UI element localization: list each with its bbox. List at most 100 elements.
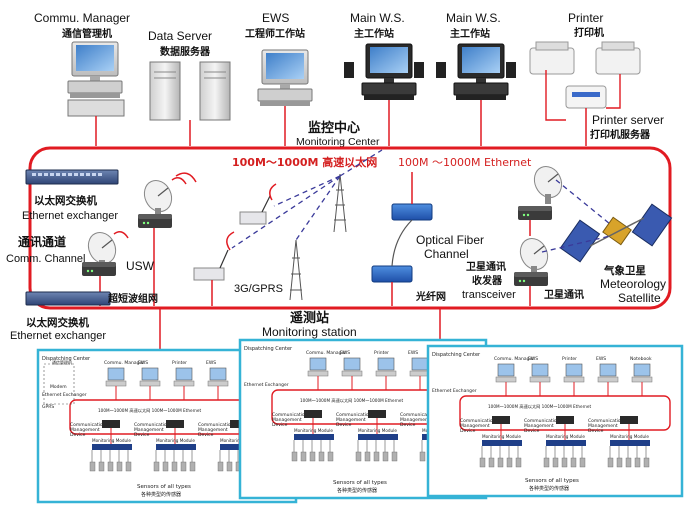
printer-server-node: Printer server 打印机服务器	[545, 70, 664, 141]
panel-monitoring-module: Monitoring Module	[482, 434, 521, 439]
data-server-en: Data Server	[148, 29, 212, 43]
panel-comm-label-2: Management	[588, 423, 618, 429]
ews-cn: 工程师工作站	[245, 27, 305, 40]
met-satellite-cn: 气象卫星	[603, 264, 646, 277]
panel-dispatching-center: Dispatching Center	[244, 346, 293, 352]
satellite-comm-label: 卫星通讯	[544, 288, 584, 301]
panel-dispatching-center: Dispatching Center	[432, 352, 481, 358]
panel-comm-label-1: Communication	[336, 412, 372, 418]
bottom-drops	[159, 308, 441, 350]
panel-top-label: Commu. Manager	[494, 356, 534, 362]
usw-label: USW	[126, 259, 155, 273]
panel-gprs: GPRS	[42, 404, 54, 410]
panel-comm-label-2: Management	[198, 427, 228, 433]
comm-channel-en: Comm. Channel	[6, 253, 85, 265]
panel-comm-label-1: Communication	[588, 418, 624, 424]
panel-comm-label-1: Communication	[460, 418, 496, 424]
commu-manager-node: Commu. Manager 通信管理机	[34, 11, 130, 117]
printer-server-cn: 打印机服务器	[590, 128, 651, 141]
panel-comm-label-3: Device	[336, 422, 352, 428]
panel-top-label: Printer	[562, 356, 577, 362]
printer-en: Printer	[568, 11, 603, 25]
met-satellite-en2: Satellite	[618, 291, 661, 305]
panel-monitoring-module: Monitoring Module	[294, 428, 333, 433]
panel-sensors-cn: 各种类型的传感器	[337, 487, 377, 494]
satellite-links	[541, 179, 611, 253]
monitoring-station-en: Monitoring station	[262, 325, 357, 339]
satellite-terminal-2	[514, 233, 554, 306]
ews-en: EWS	[262, 11, 289, 25]
main-ws-2-en: Main W.S.	[446, 11, 501, 25]
panel-top-label: Notebook	[630, 356, 652, 362]
shortwave-net-label: 超短波组网	[107, 292, 158, 305]
panel-monitoring-module: Monitoring Module	[92, 438, 131, 443]
panel-ring-label: 100M～1000M 高速以太网 100M～1000M Ethernet	[98, 407, 201, 414]
panel-top-label: EWS	[206, 360, 216, 366]
optical-fiber-en1: Optical Fiber	[416, 233, 484, 247]
printer-server-en: Printer server	[592, 113, 664, 127]
panel-comm-label-1: Communication	[198, 422, 234, 428]
left-radio-1	[138, 172, 197, 306]
ring-en-label: 100M ～1000M Ethernet	[398, 156, 532, 169]
panel-modem: Modem	[50, 384, 67, 390]
panel-comm-label-2: Management	[400, 417, 430, 423]
panel-sensors-cn: 各种类型的传感器	[141, 491, 181, 498]
ethernet-ring	[28, 146, 672, 310]
monitoring-center-en: Monitoring Center	[296, 136, 380, 148]
main-ws-1-node: Main W.S. 主工作站	[344, 11, 424, 101]
panel-cn-commu: 通信管理机	[52, 359, 72, 365]
ethernet-exchanger-1: 以太网交换机 Ethernet exchanger	[22, 169, 119, 222]
panel-eth-exchanger: Ethernet Exchanger	[432, 388, 477, 394]
eth-exchanger-2-en: Ethernet exchanger	[10, 330, 106, 342]
comm-channel-cn: 通讯通道	[18, 234, 66, 249]
panel-comm-label-3: Device	[524, 428, 540, 434]
ews-node: EWS 工程师工作站	[245, 11, 313, 107]
panel-sensors-en: Sensors of all types	[525, 478, 579, 484]
wireless-links	[231, 149, 383, 249]
panel-comm-label-1: Communication	[70, 422, 106, 428]
data-server-cn: 数据服务器	[160, 45, 211, 58]
panel-comm-label-3: Device	[198, 432, 214, 438]
panel-top-label: Commu. Manager	[306, 350, 346, 356]
panel-monitoring-module: Monitoring Module	[156, 438, 195, 443]
commu-manager-en: Commu. Manager	[34, 11, 130, 25]
panel-sensors-cn: 各种类型的传感器	[529, 485, 569, 492]
optical-fiber-cn: 光纤网	[415, 290, 446, 303]
panel-comm-label-3: Device	[588, 428, 604, 434]
panel-comm-label-3: Device	[460, 428, 476, 434]
panel-comm-label-3: Device	[400, 422, 416, 428]
panel-top-label: EWS	[596, 356, 606, 362]
satellite-terminal-1	[518, 161, 568, 236]
panel-sensors-en: Sensors of all types	[137, 484, 191, 490]
comm-channel-node: 通讯通道 Comm. Channel USW	[6, 227, 155, 306]
sat-transceiver-en: transceiver	[462, 289, 516, 301]
panel-comm-label-2: Management	[134, 427, 164, 433]
top-drops	[95, 100, 587, 146]
sat-transceiver-cn1: 卫星通讯	[466, 260, 506, 273]
panel-comm-label-2: Management	[70, 427, 100, 433]
panel-top-label: Printer	[172, 360, 187, 366]
panel-eth-exchanger: Ethernet Exchanger	[244, 382, 289, 388]
gprs-label: 3G/GPRS	[234, 283, 283, 295]
met-satellite-en1: Meteorology	[600, 277, 666, 291]
ethernet-exchanger-2: 以太网交换机 Ethernet exchanger	[10, 291, 111, 342]
panel-comm-label-1: Communication	[272, 412, 308, 418]
panel-top-label: EWS	[528, 356, 538, 362]
panel-eth-exchanger: Ethernet Exchanger	[42, 392, 87, 398]
panel-monitoring-module: Monitoring Module	[546, 434, 585, 439]
main-ws-2-node: Main W.S. 主工作站	[436, 11, 516, 101]
eth-exchanger-2-cn: 以太网交换机	[26, 316, 89, 329]
eth-exchanger-1-cn: 以太网交换机	[34, 194, 97, 207]
panel-comm-label-3: Device	[70, 432, 86, 438]
panel-top-label: Printer	[374, 350, 389, 356]
panel-top-label: EWS	[340, 350, 350, 356]
panel-dispatching-center: Dispatching Center	[42, 356, 91, 362]
monitoring-station-cn: 遥测站	[290, 310, 329, 326]
panel-comm-label-2: Management	[460, 423, 490, 429]
panel-comm-label-2: Management	[336, 417, 366, 423]
ring-cn-label: 100M～1000M 高速以太网	[232, 155, 377, 169]
